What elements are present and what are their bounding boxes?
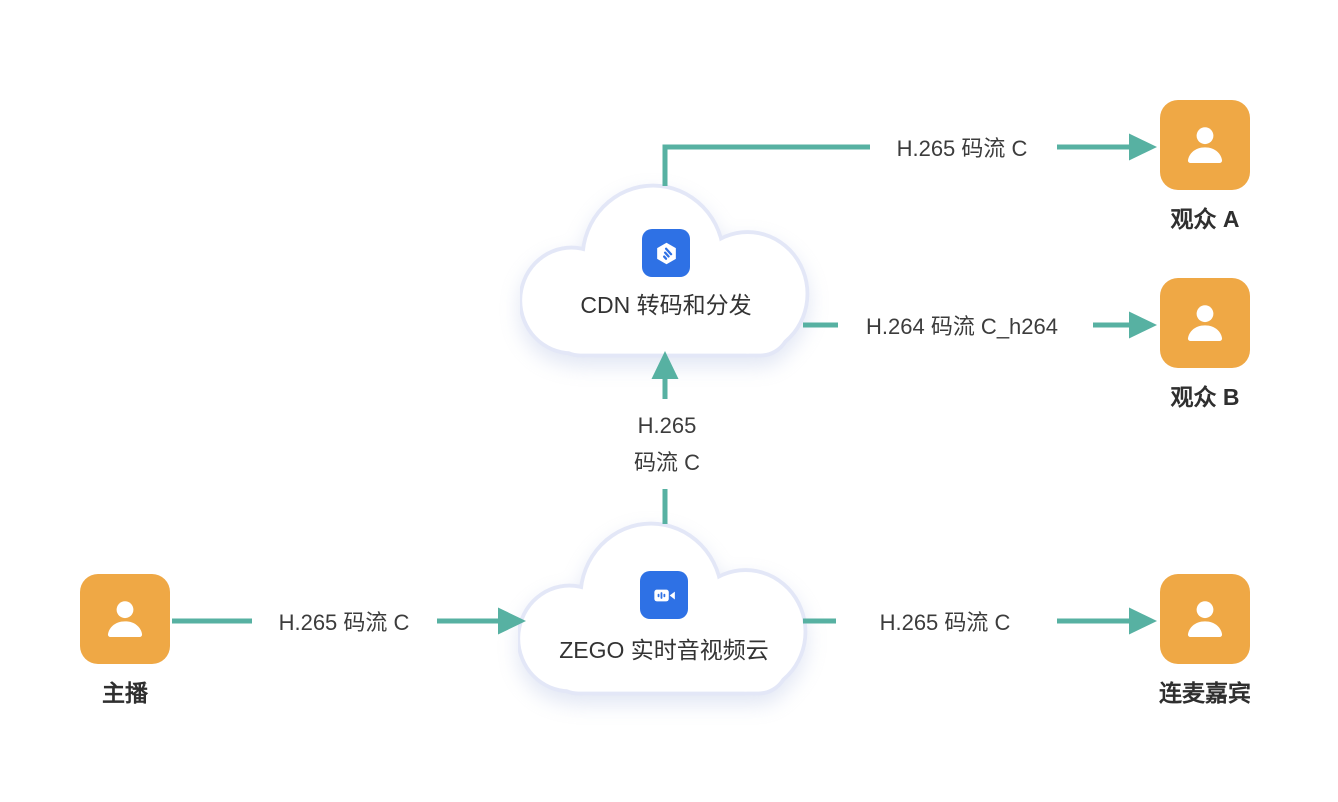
host-label: 主播	[102, 680, 148, 706]
audience-b-label: 观众 B	[1170, 384, 1240, 410]
person-icon	[1187, 601, 1223, 637]
cdn-cloud-label: CDN 转码和分发	[580, 292, 752, 318]
cdn-service-icon	[642, 229, 690, 277]
edge-label-zego-to-guest: H.265 码流 C	[869, 603, 1021, 639]
person-icon	[1187, 127, 1223, 163]
guest-label: 连麦嘉宾	[1159, 680, 1251, 706]
audience-a-label: 观众 A	[1170, 206, 1240, 232]
edge-label-cdn-to-audience-a: H.265 码流 C	[886, 129, 1038, 165]
cdn-cloud-node: CDN 转码和分发	[520, 172, 812, 358]
guest-avatar	[1160, 574, 1250, 664]
audience-b-node: 观众 B	[1160, 278, 1250, 412]
video-camera-icon	[653, 589, 675, 601]
person-icon	[1187, 305, 1223, 341]
edge-label-line1: H.265	[637, 413, 697, 438]
hexagon-signal-icon	[656, 242, 676, 264]
edge-label-zego-to-cdn: H.265 码流 C	[625, 405, 709, 483]
audience-b-avatar	[1160, 278, 1250, 368]
person-icon	[107, 601, 143, 637]
audience-a-avatar	[1160, 100, 1250, 190]
host-node: 主播	[80, 574, 170, 708]
zego-service-icon	[640, 571, 688, 619]
edge-label-host-to-zego: H.265 码流 C	[268, 603, 420, 639]
host-avatar	[80, 574, 170, 664]
zego-cloud-label: ZEGO 实时音视频云	[559, 637, 769, 663]
edge-label-line2: 码流 C	[633, 450, 701, 475]
audience-a-node: 观众 A	[1160, 100, 1250, 234]
zego-cloud-node: ZEGO 实时音视频云	[518, 510, 810, 696]
guest-node: 连麦嘉宾	[1159, 574, 1251, 708]
edge-label-cdn-to-audience-b: H.264 码流 C_h264	[856, 307, 1068, 343]
